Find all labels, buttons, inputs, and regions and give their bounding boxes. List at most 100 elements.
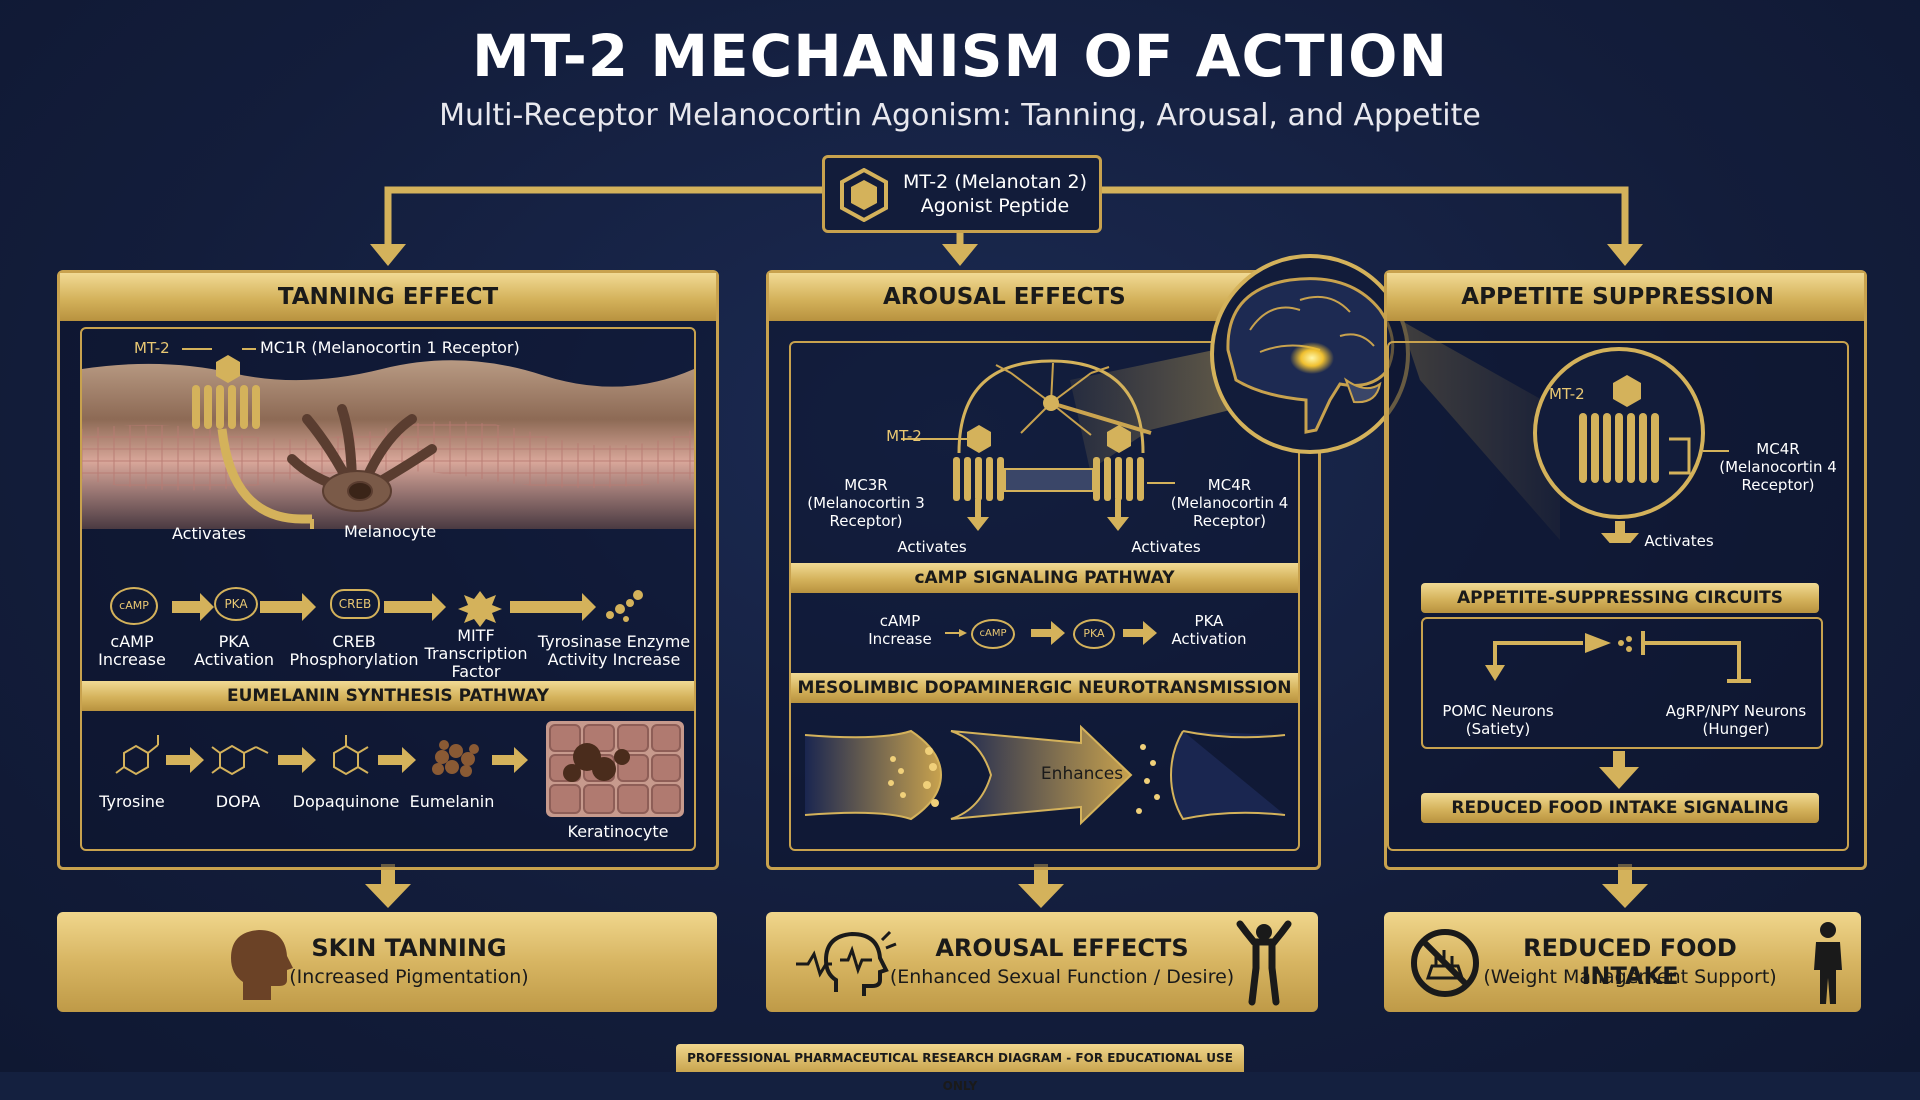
outcome-2-title: AROUSAL EFFECTS bbox=[935, 934, 1189, 962]
pomc-l2: (Satiety) bbox=[1465, 720, 1531, 738]
step-tyrosinase-l1: Tyrosinase Enzyme bbox=[537, 632, 691, 651]
appetite-panel: APPETITE SUPPRESSION MT-2 MC4R (Melanoco… bbox=[1384, 270, 1867, 870]
arousal-pka-l2: Activation bbox=[1171, 630, 1247, 648]
reduced-down-arrow bbox=[1599, 751, 1639, 789]
mc3r-receptor-icon bbox=[953, 457, 1004, 501]
outcome-arousal: AROUSAL EFFECTS (Enhanced Sexual Functio… bbox=[766, 912, 1318, 1012]
step-mitf-l1: MITF bbox=[457, 626, 495, 645]
appetite-mc4r-l1: MC4R bbox=[1756, 440, 1800, 458]
arousal-inner-box: MT-2 MC3R (Melanocortin 3 Receptor) MC4R… bbox=[789, 341, 1300, 851]
outcome-1-sub: (Increased Pigmentation) bbox=[289, 966, 529, 988]
step-creb-l2: Phosphorylation bbox=[289, 650, 419, 669]
appetite-mc4r-l3: Receptor) bbox=[1741, 476, 1815, 494]
mc3r-l2: (Melanocortin 3 bbox=[807, 494, 925, 512]
tanning-panel: TANNING EFFECT bbox=[57, 270, 719, 870]
eumelanin-granules-icon bbox=[432, 740, 479, 777]
brain-icon bbox=[1210, 254, 1410, 454]
arousal-activates-right: Activates bbox=[1131, 538, 1201, 556]
source-line-2: Agonist Peptide bbox=[920, 195, 1070, 217]
arousal-camp-icon: cAMP bbox=[971, 619, 1015, 649]
arousal-mt2-label: MT-2 bbox=[886, 427, 922, 445]
mc1r-receptor-icon bbox=[182, 348, 314, 529]
mc4r-l2: (Melanocortin 4 bbox=[1170, 494, 1289, 512]
source-line-1: MT-2 (Melanotan 2) bbox=[903, 171, 1087, 193]
appetite-mc4r-l2: (Melanocortin 4 bbox=[1719, 458, 1837, 476]
arousal-panel: AROUSAL EFFECTS bbox=[766, 270, 1321, 870]
appetite-mc4r-receptor-icon bbox=[1579, 413, 1659, 483]
circuits-box: POMC Neurons (Satiety) AgRP/NPY Neurons … bbox=[1421, 617, 1823, 749]
outcome-3-title: REDUCED FOOD INTAKE bbox=[1523, 934, 1737, 990]
step-pka-l2: Activation bbox=[193, 650, 275, 669]
keratinocyte-cells-icon bbox=[546, 721, 684, 817]
step-camp-l1: cAMP bbox=[110, 632, 154, 651]
step-mitf-l2: Transcription bbox=[424, 644, 528, 663]
mesolimbic-bar: MESOLIMBIC DOPAMINERGIC NEUROTRANSMISSIO… bbox=[791, 673, 1298, 703]
skin-layer-illustration bbox=[82, 348, 694, 529]
page-subtitle: Multi-Receptor Melanocortin Agonism: Tan… bbox=[439, 98, 1481, 133]
circuit-diagram-icons bbox=[1485, 631, 1751, 683]
outcome-skin-tanning: SKIN TANNING (Increased Pigmentation) bbox=[57, 912, 717, 1012]
page-title: MT-2 MECHANISM OF ACTION bbox=[471, 22, 1449, 90]
tanning-activates-label: Activates bbox=[172, 524, 246, 543]
outcome-3-sub: (Weight Management Support) bbox=[1483, 966, 1777, 988]
arousal-pka-l1: PKA bbox=[1194, 612, 1224, 630]
step-mitf-l3: Factor bbox=[451, 662, 501, 681]
synth-keratinocyte: Keratinocyte bbox=[567, 822, 669, 841]
appetite-inner-box: MT-2 MC4R (Melanocortin 4 Receptor) Acti… bbox=[1387, 341, 1849, 851]
appetite-circuits-bar: APPETITE-SUPPRESSING CIRCUITS bbox=[1421, 583, 1819, 613]
camp-pka-arrows bbox=[945, 621, 1157, 645]
synapse-illustration bbox=[804, 724, 1286, 826]
arousal-pka-icon: PKA bbox=[1073, 619, 1115, 649]
synth-dopaquinone: Dopaquinone bbox=[292, 792, 400, 811]
agrp-l1: AgRP/NPY Neurons bbox=[1665, 702, 1807, 720]
activates-arrows bbox=[967, 499, 1129, 531]
melanocyte-cell-icon bbox=[287, 404, 437, 512]
appetite-header: APPETITE SUPPRESSION bbox=[1387, 273, 1864, 321]
mc3r-l3: Receptor) bbox=[829, 512, 903, 530]
head-profile-icon bbox=[231, 930, 293, 1000]
tanning-inner-box: MT-2 MC1R (Melanocortin 1 Receptor) Acti… bbox=[80, 327, 696, 851]
step-tyrosinase-l2: Activity Increase bbox=[547, 650, 681, 669]
mc4r-l1: MC4R bbox=[1207, 476, 1252, 494]
pka-icon: PKA bbox=[214, 587, 258, 621]
tyrosinase-enzyme-icon bbox=[606, 590, 643, 622]
mitf-star-icon bbox=[458, 591, 502, 627]
outcome-2-sub: (Enhanced Sexual Function / Desire) bbox=[889, 966, 1235, 988]
agrp-l2: (Hunger) bbox=[1702, 720, 1770, 738]
step-creb-l1: CREB bbox=[332, 632, 376, 651]
appetite-activates-label: Activates bbox=[1644, 532, 1714, 550]
mc3r-l1: MC3R bbox=[844, 476, 888, 494]
camp-icon: cAMP bbox=[110, 587, 158, 625]
step-pka-l1: PKA bbox=[218, 632, 250, 651]
creb-icon: CREB bbox=[330, 589, 380, 619]
standing-person-icon bbox=[1814, 922, 1842, 1004]
arousal-camp-l1: cAMP bbox=[879, 612, 921, 630]
synthesis-row-icons bbox=[115, 721, 684, 817]
eumelanin-pathway-bar: EUMELANIN SYNTHESIS PATHWAY bbox=[82, 681, 694, 711]
footer-disclaimer: PROFESSIONAL PHARMACEUTICAL RESEARCH DIA… bbox=[676, 1044, 1244, 1093]
tanning-mt2-label: MT-2 bbox=[134, 339, 170, 357]
synth-tyrosine: Tyrosine bbox=[99, 792, 165, 811]
arousal-activates-left: Activates bbox=[897, 538, 967, 556]
tanning-header: TANNING EFFECT bbox=[60, 273, 716, 321]
brain-pulse-icon bbox=[796, 930, 897, 996]
strong-figure-icon bbox=[1236, 920, 1292, 1006]
synth-dopa: DOPA bbox=[215, 792, 261, 811]
appetite-mt2-label: MT-2 bbox=[1549, 385, 1585, 403]
mc4r-receptor-icon bbox=[1093, 457, 1144, 501]
outcome-reduced-intake: REDUCED FOOD INTAKE (Weight Management S… bbox=[1384, 912, 1861, 1012]
pomc-l1: POMC Neurons bbox=[1442, 702, 1554, 720]
mc1r-label: MC1R (Melanocortin 1 Receptor) bbox=[260, 338, 520, 357]
camp-signaling-bar: cAMP SIGNALING PATHWAY bbox=[791, 563, 1298, 593]
mt2-source-box: MT-2 (Melanotan 2) Agonist Peptide bbox=[822, 155, 1102, 233]
peptide-hexagon-icon bbox=[840, 168, 888, 222]
enhances-label: Enhances bbox=[1040, 764, 1124, 784]
synth-eumelanin: Eumelanin bbox=[409, 792, 495, 811]
cascade-icons bbox=[172, 590, 643, 627]
arousal-camp-l2: Increase bbox=[868, 630, 932, 648]
mc4r-appetite-illustration bbox=[1533, 347, 1729, 543]
step-camp-l2: Increase bbox=[98, 650, 166, 669]
outcome-1-title: SKIN TANNING bbox=[311, 934, 507, 962]
reduced-intake-bar: REDUCED FOOD INTAKE SIGNALING bbox=[1421, 793, 1819, 823]
